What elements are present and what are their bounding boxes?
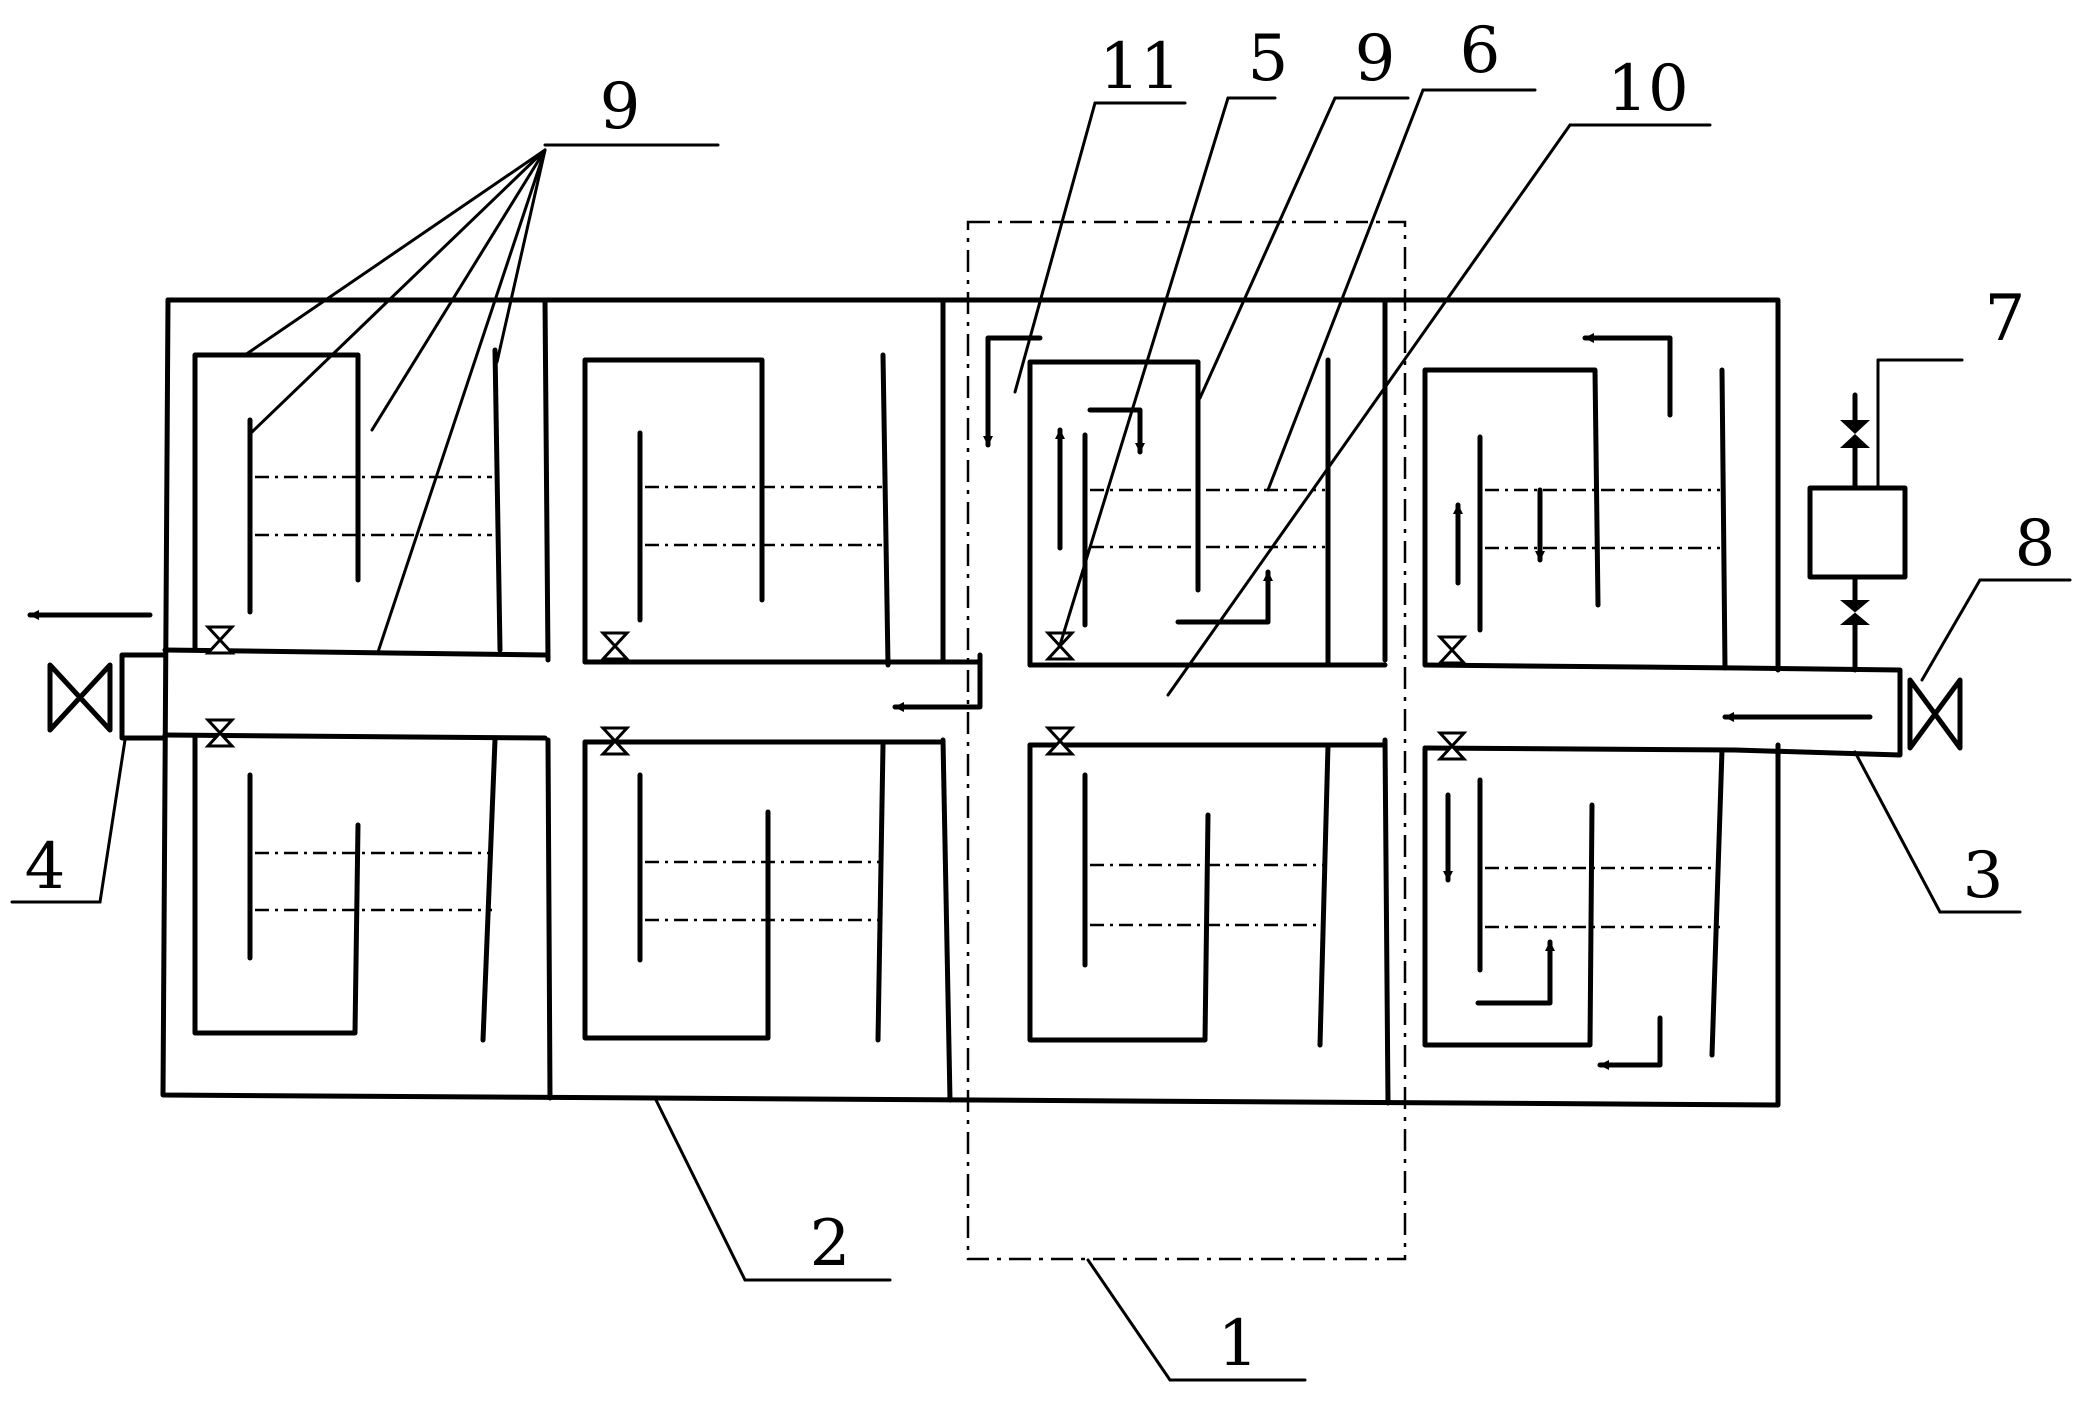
outlet-valve <box>47 662 113 733</box>
leader-lines <box>10 88 2072 1382</box>
label-2: 2 <box>810 1207 851 1281</box>
label-3: 3 <box>1963 839 2004 913</box>
label-1: 1 <box>1218 1307 1259 1381</box>
part-labels: 9 11 5 9 6 10 7 8 3 4 2 1 <box>25 14 2056 1381</box>
unit-boundary <box>966 220 1407 1261</box>
label-4: 4 <box>25 830 66 904</box>
label-8: 8 <box>2015 507 2056 581</box>
label-5: 5 <box>1248 22 1289 96</box>
label-10: 10 <box>1607 52 1688 126</box>
housing <box>160 297 1781 1108</box>
baffles <box>247 347 1728 1058</box>
label-9-left: 9 <box>600 70 641 144</box>
inlet-valve <box>1907 677 1963 751</box>
label-11: 11 <box>1099 30 1180 104</box>
label-6: 6 <box>1460 14 1501 88</box>
dosing-unit <box>1807 392 1908 673</box>
module-frames <box>192 352 1601 1048</box>
membrane-lines <box>255 475 1720 929</box>
collector-pipe <box>119 647 1903 758</box>
label-7: 7 <box>1985 282 2026 356</box>
label-9-top: 9 <box>1355 22 1396 96</box>
pipe-valves <box>204 625 1468 761</box>
flow-arrows <box>27 333 1873 1070</box>
